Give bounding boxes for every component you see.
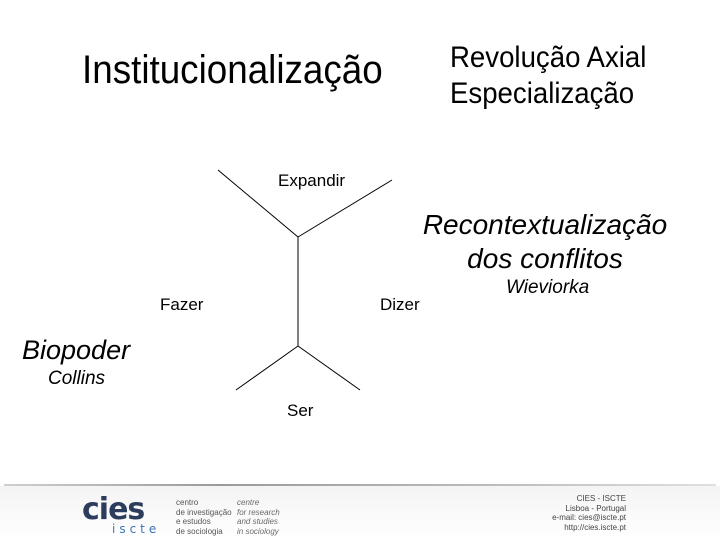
title-revolucao-axial: Revolução Axial	[450, 41, 647, 74]
title-institucionalizacao: Institucionalização	[82, 48, 383, 92]
cies-logo-sub: iscte	[112, 522, 160, 535]
label-dizer: Dizer	[380, 295, 420, 314]
footer-en-text: centre for research and studies in socio…	[237, 498, 280, 536]
footer-contact: CIES - ISCTE Lisboa - Portugal e-mail: c…	[552, 494, 626, 532]
line-ser-right	[297, 345, 361, 391]
label-fazer: Fazer	[160, 295, 204, 314]
footer-background	[0, 486, 720, 540]
author-collins: Collins	[48, 368, 106, 389]
author-wieviorka: Wieviorka	[506, 277, 590, 298]
line-expandir-right	[297, 179, 393, 238]
recontextualizacao-dos-conflitos: Recontextualização dos conflitos	[422, 209, 668, 274]
cies-logo: cies iscte	[82, 493, 160, 535]
line-ser-left	[235, 345, 299, 391]
line-expandir-left	[217, 169, 299, 238]
cies-logo-text: cies	[82, 493, 144, 527]
title-especializacao: Especialização	[450, 77, 635, 110]
label-ser: Ser	[287, 401, 314, 420]
footer-pt-text: centro de investigação e estudos de soci…	[176, 498, 232, 536]
biopoder: Biopoder	[22, 335, 131, 365]
footer-rule	[4, 484, 716, 486]
label-expandir: Expandir	[278, 171, 346, 190]
